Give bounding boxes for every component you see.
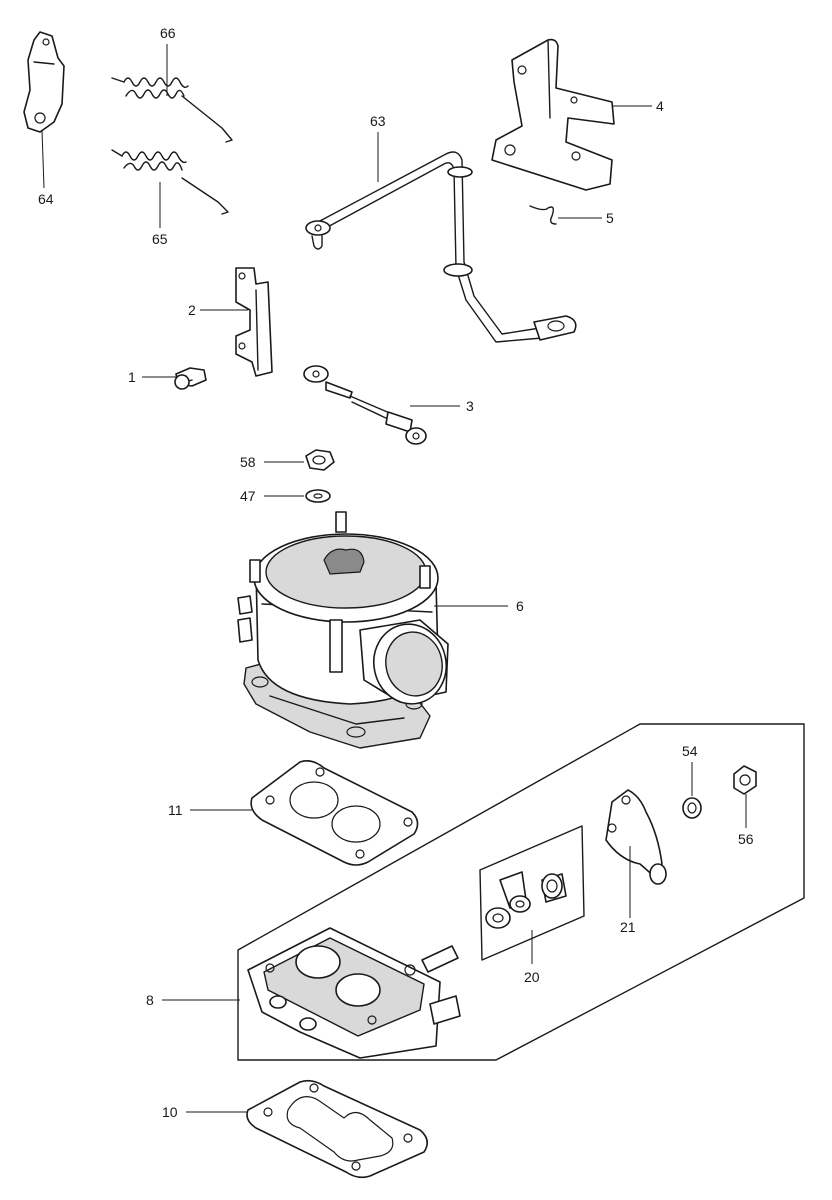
callout-64: 64 <box>38 191 54 207</box>
part-11-gasket <box>250 760 419 866</box>
callout-5: 5 <box>606 210 614 226</box>
part-54-e-ring <box>682 797 702 819</box>
part-6-carburetor-body <box>237 511 449 749</box>
callout-6: 6 <box>516 598 524 614</box>
part-1-bolt <box>174 367 207 390</box>
callout-4: 4 <box>656 98 664 114</box>
callout-21: 21 <box>620 919 636 935</box>
part-10-base-gasket <box>246 1079 428 1179</box>
part-66-return-spring <box>111 77 233 143</box>
part-8-throttle-body <box>247 927 461 1059</box>
part-21-throttle-lever <box>605 789 667 885</box>
part-4-mounting-bracket <box>491 38 615 191</box>
part-5-clip <box>529 205 557 225</box>
callout-63: 63 <box>370 113 386 129</box>
part-65-return-spring <box>111 149 229 215</box>
callout-66: 66 <box>160 25 176 41</box>
callout-2: 2 <box>188 302 196 318</box>
callout-47: 47 <box>240 488 256 504</box>
callout-56: 56 <box>738 831 754 847</box>
callout-8: 8 <box>146 992 154 1008</box>
part-64-bracket-plate <box>23 31 65 133</box>
part-3-link-rod <box>303 365 427 445</box>
part-47-washer <box>305 489 331 503</box>
part-56-nut <box>733 765 757 795</box>
callout-58: 58 <box>240 454 256 470</box>
callout-10: 10 <box>162 1104 178 1120</box>
part-2-link-bracket <box>235 267 273 377</box>
repair-kit-outline <box>237 723 805 1061</box>
part-63-control-rod <box>305 151 577 343</box>
callout-11: 11 <box>168 802 183 818</box>
callout-65: 65 <box>152 231 168 247</box>
callout-1: 1 <box>128 369 136 385</box>
callout-20: 20 <box>524 969 540 985</box>
part-20-bushing-set <box>479 825 585 961</box>
callout-54: 54 <box>682 743 698 759</box>
callout-3: 3 <box>466 398 474 414</box>
part-58-nut <box>305 449 335 471</box>
